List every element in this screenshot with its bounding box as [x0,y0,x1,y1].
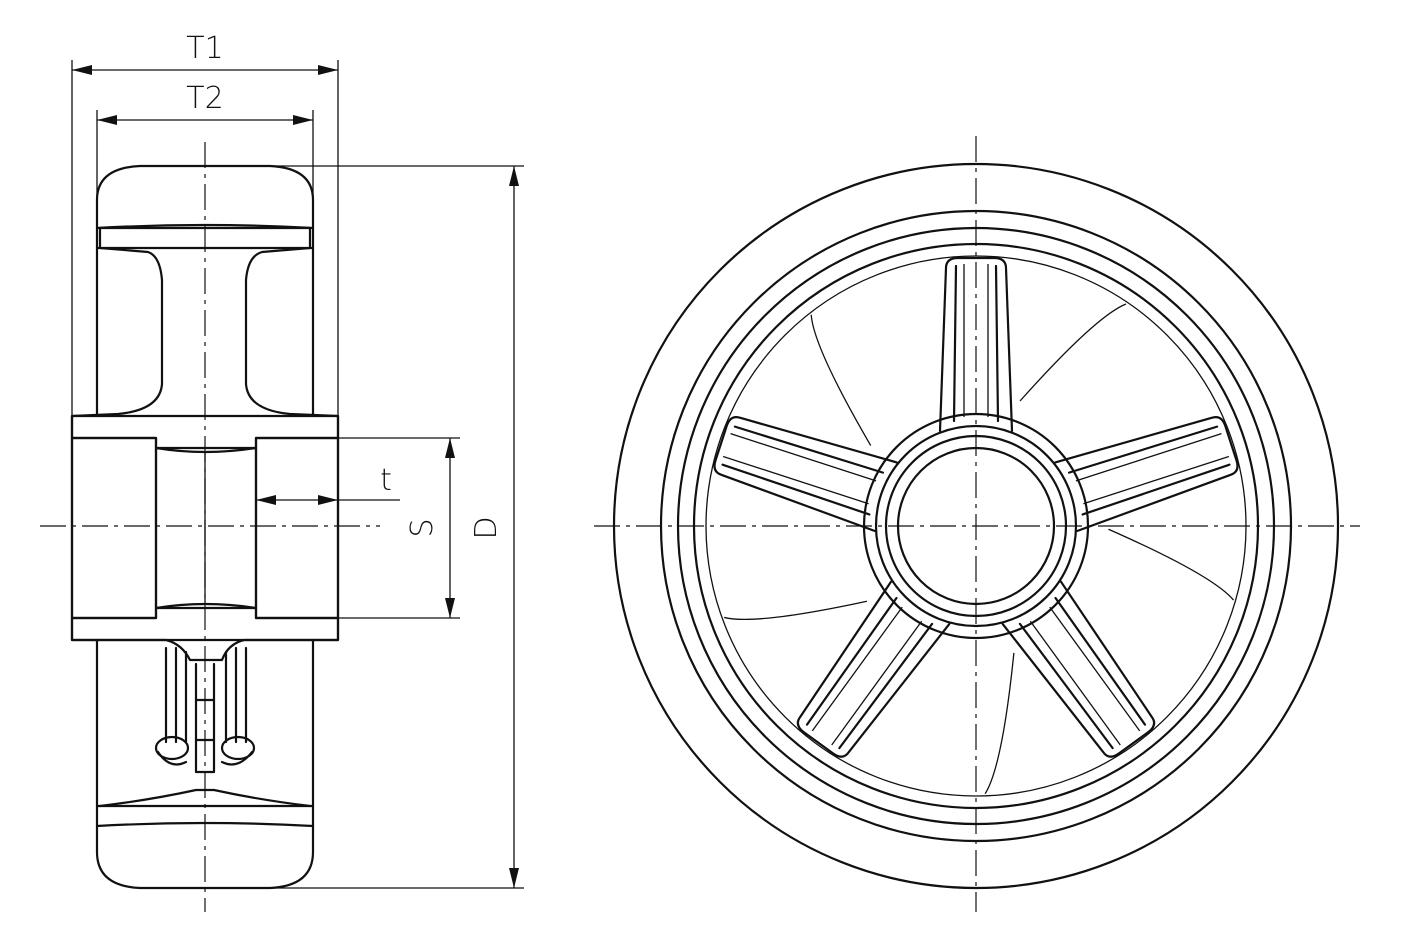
label-s: S [405,518,440,537]
side-section-view: T1 T2 t S D [40,31,524,912]
label-t1: T1 [186,31,223,66]
spokes-group [713,256,1239,795]
spoke [938,256,1127,433]
spoke [1054,416,1239,601]
dimension-s [338,437,460,619]
spoke [713,314,898,532]
dimension-d [270,165,524,889]
label-d: D [469,516,504,539]
spoke [984,580,1156,795]
tyre-section-bottom [95,821,315,890]
label-t: t [380,463,392,498]
dimension-t1 [71,60,339,416]
label-t2: T2 [186,81,223,116]
spoke [724,580,951,758]
tyre-section-top [95,164,315,230]
dimension-t2 [96,110,314,228]
front-view [594,136,1360,912]
